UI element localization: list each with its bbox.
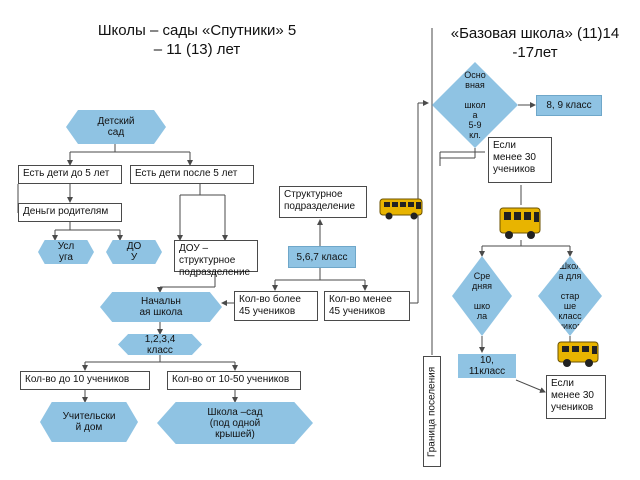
less-45-box: Кол-во менее 45 учеников	[324, 291, 410, 321]
right-title: «Базовая школа» (11)14 -17лет	[450, 25, 620, 61]
school-garden-node: Школа –сад (под одной крышей)	[157, 402, 313, 444]
bus-icon	[557, 341, 599, 367]
structural-division-box: Структурное подразделение	[279, 186, 367, 218]
primary-school-node: Начальн ая школа	[100, 292, 222, 322]
children-over-5-box: Есть дети после 5 лет	[130, 165, 254, 184]
grades-5-7-node: 5,6,7 класс	[288, 246, 356, 268]
more-45-box: Кол-во более 45 учеников	[234, 291, 318, 321]
left-title: Школы – сады «Спутники» 5 – 11 (13) лет	[97, 22, 297, 58]
parents-money-box: Деньги родителям	[18, 203, 122, 222]
bus-icon	[499, 207, 541, 239]
grades-1-4-node: 1,2,3,4 класс	[118, 334, 202, 355]
kindergarten-node: Детский сад	[66, 110, 166, 144]
children-under-5-box: Есть дети до 5 лет	[18, 165, 122, 184]
service-node: Усл уга	[38, 240, 94, 264]
grades-10-11-node: 10, 11класс	[458, 354, 516, 378]
teacher-house-node: Учительски й дом	[40, 402, 138, 442]
dou-structural-box: ДОУ – структурное подразделение	[174, 240, 258, 278]
if-less-30-bottom-box: Если менее 30 учеников	[546, 375, 606, 419]
grades-8-9-node: 8, 9 класс	[536, 95, 602, 116]
if-less-30-top-box: Если менее 30 учеников	[488, 137, 552, 183]
up-to-10-box: Кол-во до 10 учеников	[20, 371, 150, 390]
settlement-border-text: Граница поселения	[426, 366, 438, 457]
settlement-border-label: Граница поселения	[423, 356, 441, 467]
from-10-50-box: Кол-во от 10-50 учеников	[167, 371, 301, 390]
dou-node: ДО У	[106, 240, 162, 264]
bus-icon	[379, 198, 423, 220]
